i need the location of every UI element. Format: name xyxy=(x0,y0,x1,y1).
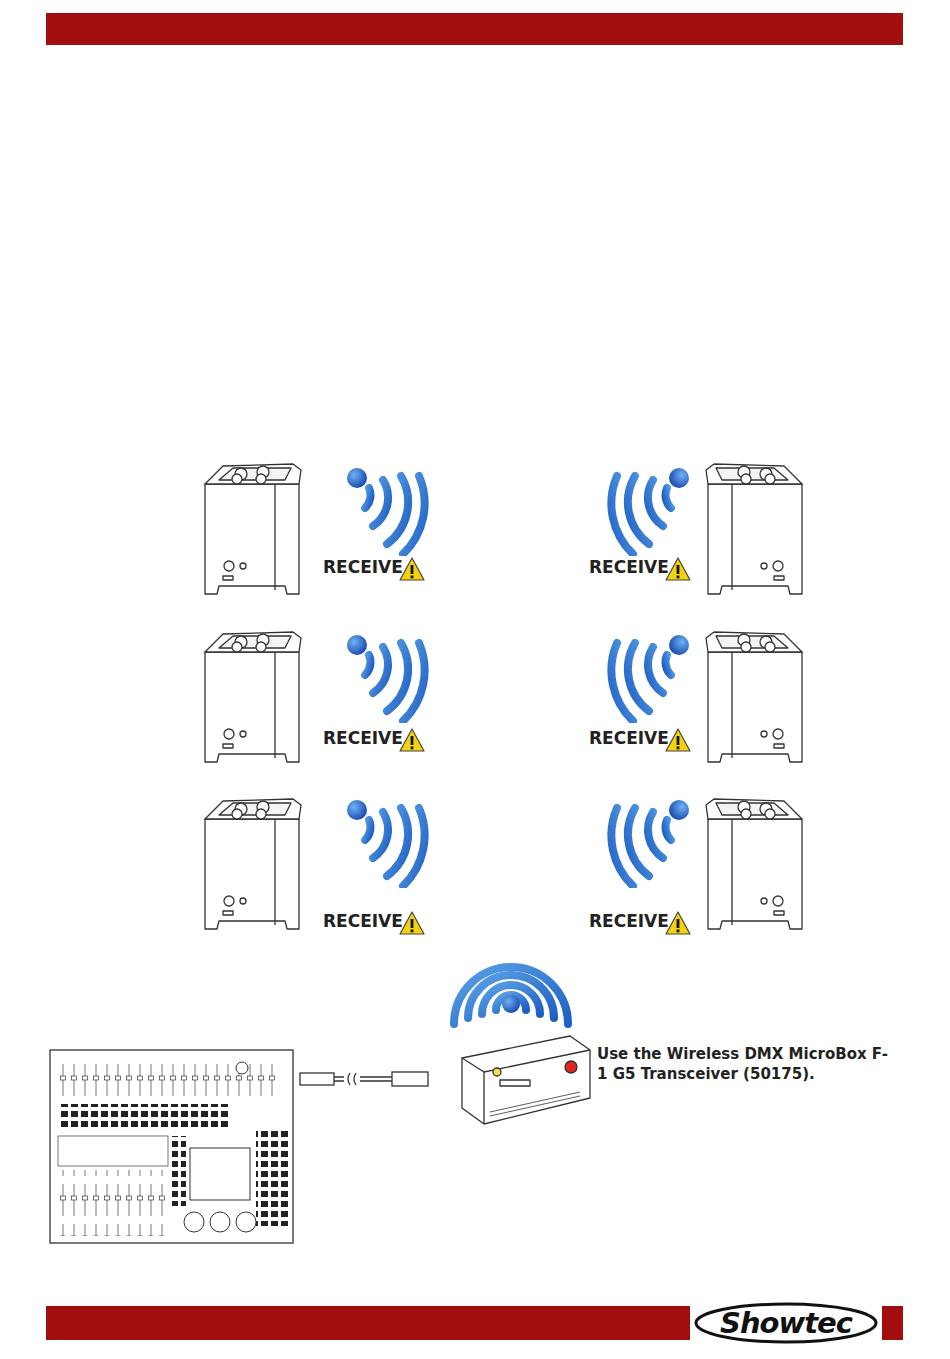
logo-ground xyxy=(690,1302,882,1344)
usage-note: Use the Wireless DMX MicroBox F-1 G5 Tra… xyxy=(597,1044,897,1085)
footer-bar xyxy=(46,1306,903,1340)
fixture xyxy=(706,799,802,929)
wireless-waves xyxy=(347,635,425,721)
logo-oval xyxy=(696,1304,876,1342)
wireless-waves xyxy=(347,468,425,554)
fixture xyxy=(706,464,802,594)
transceiver xyxy=(462,1036,590,1124)
receive-label: RECEIVE xyxy=(589,728,669,748)
wireless-waves xyxy=(611,800,689,886)
brand-logo: Showtec xyxy=(720,1306,852,1340)
warning-symbol xyxy=(666,558,690,580)
transmit-waves xyxy=(454,967,568,1024)
fixture xyxy=(706,632,802,762)
fixture xyxy=(205,464,301,594)
receive-label: RECEIVE xyxy=(589,911,669,931)
dmx-cable xyxy=(300,1072,428,1086)
lighting-console xyxy=(50,1050,293,1243)
warning-symbol xyxy=(666,729,690,751)
wireless-waves xyxy=(611,468,689,554)
warning-symbol xyxy=(400,558,424,580)
transmit-dot xyxy=(502,995,520,1013)
warning-symbol xyxy=(400,729,424,751)
receive-label: RECEIVE xyxy=(323,911,403,931)
receive-label: RECEIVE xyxy=(589,557,669,577)
receive-label: RECEIVE xyxy=(323,557,403,577)
fixture xyxy=(205,799,301,929)
wireless-waves xyxy=(347,800,425,886)
warning-symbol xyxy=(666,912,690,934)
wireless-waves xyxy=(611,635,689,721)
receive-label: RECEIVE xyxy=(323,728,403,748)
warning-symbol xyxy=(400,912,424,934)
header-bar xyxy=(46,13,903,45)
fixture xyxy=(205,632,301,762)
